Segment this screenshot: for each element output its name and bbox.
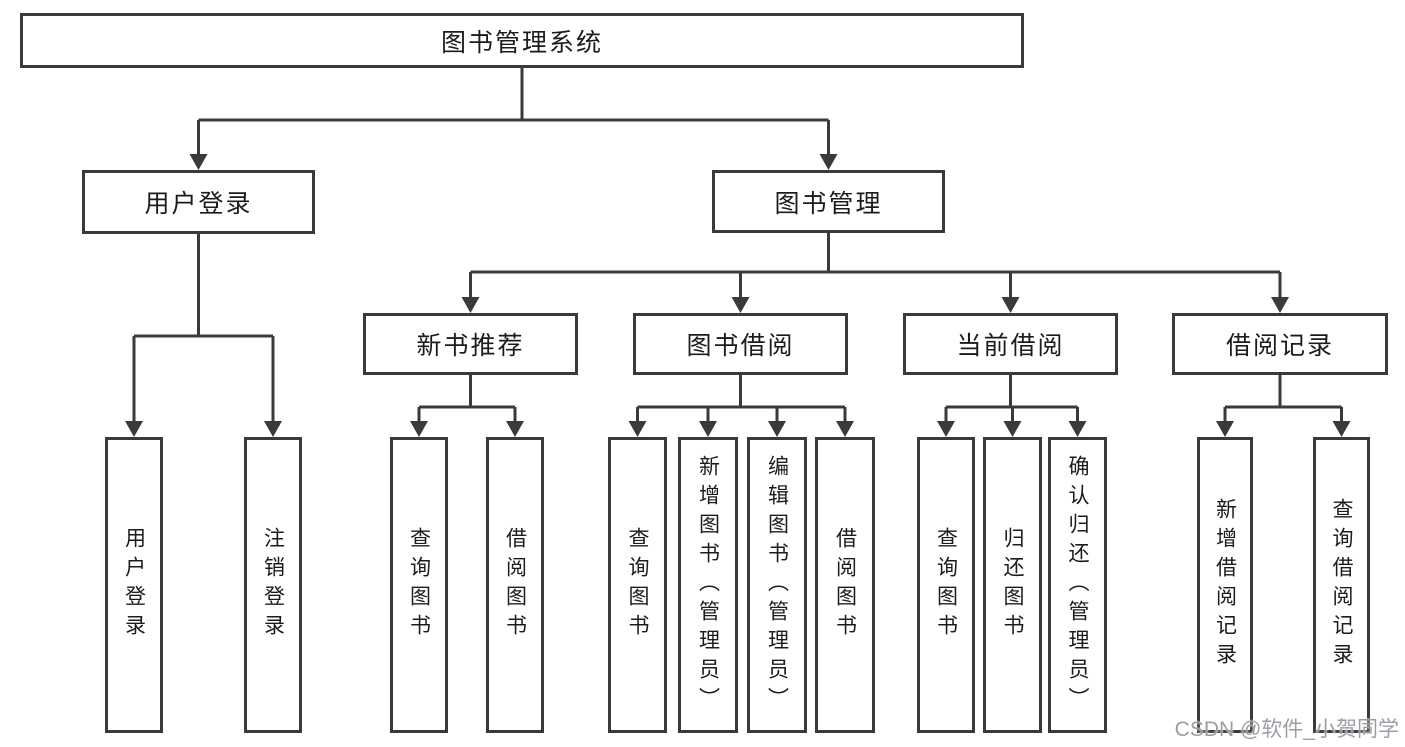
leaf-label: 查询图书: [626, 527, 649, 643]
leaf-confirm-return-admin: 确认归还（管理员）: [1048, 437, 1107, 733]
connector-bookmgmt-to-level3: [461, 233, 1289, 313]
node-library-management-system: 图书管理系统: [20, 13, 1024, 68]
node-label: 图书管理: [774, 189, 883, 218]
connector-currentborrow-to-leaves: [937, 375, 1087, 437]
leaf-borrow-books-recommend: 借阅图书: [486, 437, 544, 733]
leaf-edit-books-admin: 编辑图书（管理员）: [747, 437, 807, 733]
leaf-label: 编辑图书（管理员）: [765, 454, 789, 716]
node-borrowing-records: 借阅记录: [1172, 313, 1388, 375]
leaf-label: 借阅图书: [833, 527, 857, 643]
csdn-watermark: CSDN @软件_小贺同学: [1174, 718, 1399, 741]
leaf-label: 归还图书: [1001, 527, 1024, 643]
node-label: 新书推荐: [416, 332, 525, 360]
connector-userlogin-to-leaves: [125, 234, 282, 437]
connector-borrowrecords-to-leaves: [1216, 375, 1351, 437]
connector-bookborrow-to-leaves: [628, 375, 854, 437]
leaf-label: 查询图书: [934, 527, 958, 643]
leaf-label: 新增借阅记录: [1213, 498, 1237, 672]
leaf-borrow-books: 借阅图书: [815, 437, 875, 733]
connector-root-to-level2: [189, 67, 838, 170]
leaf-return-books: 归还图书: [983, 437, 1042, 733]
leaf-label: 注销登录: [261, 527, 285, 643]
connector-newbooks-to-leaves: [410, 375, 524, 437]
leaf-query-books-current: 查询图书: [917, 437, 975, 733]
node-book-borrowing: 图书借阅: [633, 313, 848, 375]
leaf-query-books-recommend: 查询图书: [390, 437, 448, 733]
node-user-login: 用户登录: [82, 170, 315, 234]
node-current-borrowing: 当前借阅: [903, 313, 1118, 375]
leaf-label: 确认归还（管理员）: [1066, 454, 1089, 716]
leaf-label: 借阅图书: [503, 527, 527, 643]
leaf-user-login: 用户登录: [105, 437, 163, 733]
leaf-add-books-admin: 新增图书（管理员）: [678, 437, 738, 733]
node-label: 借阅记录: [1225, 332, 1334, 360]
leaf-label: 查询图书: [407, 527, 431, 643]
leaf-label: 新增图书（管理员）: [696, 454, 720, 716]
leaf-query-borrow-record: 查询借阅记录: [1313, 437, 1370, 733]
node-label: 当前借阅: [956, 332, 1065, 360]
node-label: 图书借阅: [686, 332, 795, 360]
node-label: 图书管理系统: [440, 28, 603, 57]
leaf-label: 用户登录: [122, 527, 146, 643]
node-book-management: 图书管理: [712, 170, 945, 233]
leaf-logout: 注销登录: [244, 437, 302, 733]
node-new-book-recommendation: 新书推荐: [363, 313, 578, 375]
leaf-label: 查询借阅记录: [1330, 498, 1353, 672]
leaf-add-borrow-record: 新增借阅记录: [1197, 437, 1253, 733]
leaf-query-books-borrow: 查询图书: [608, 437, 667, 733]
node-label: 用户登录: [144, 190, 253, 218]
